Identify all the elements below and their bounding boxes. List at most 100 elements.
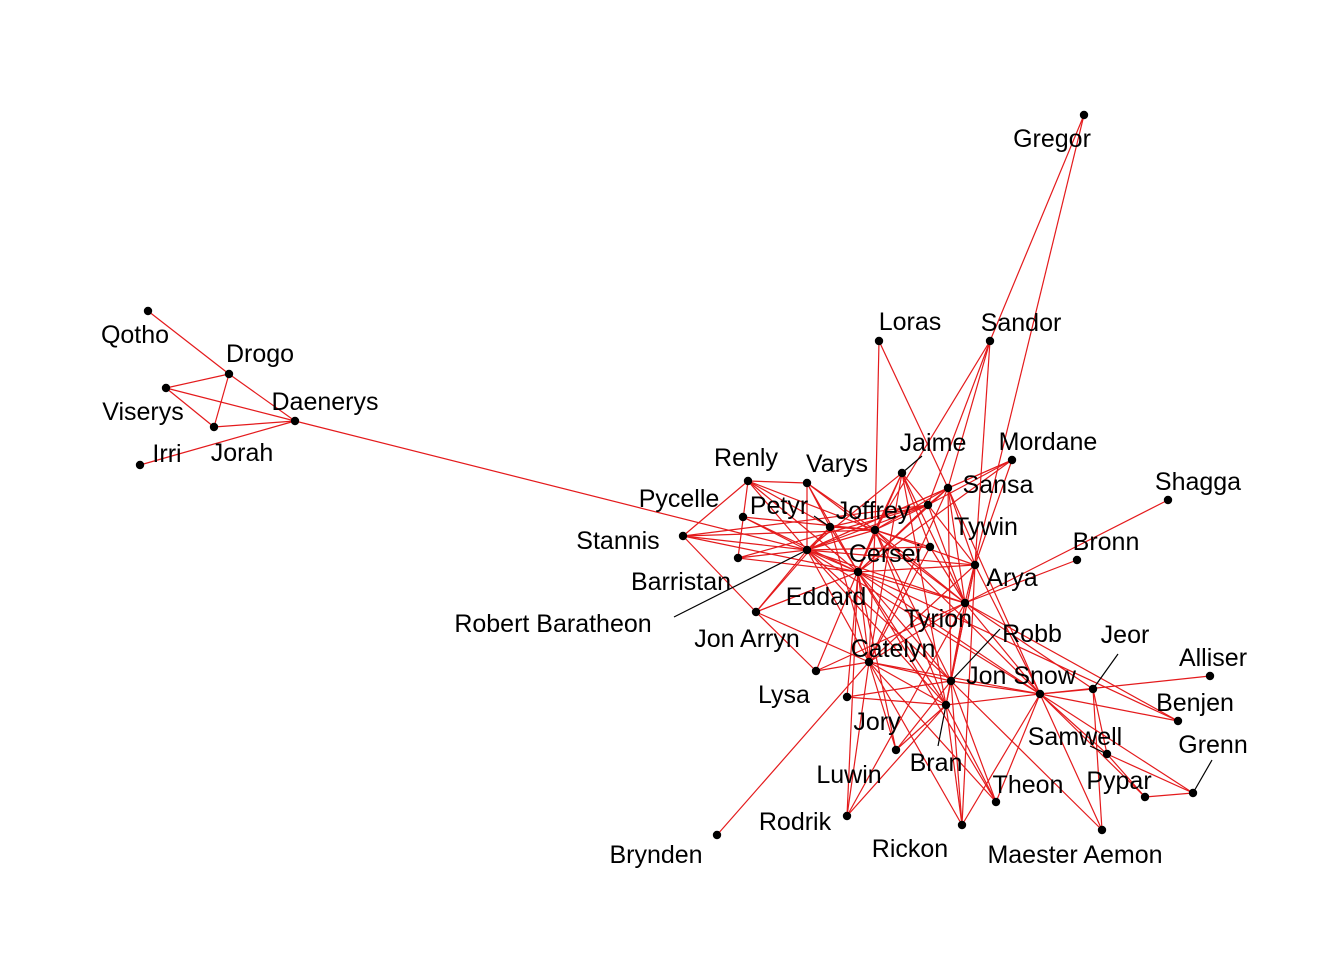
edge-jaime-joffrey: [901, 472, 929, 506]
node-label-bronn: Bronn: [1073, 528, 1140, 556]
node-theon[interactable]: [991, 797, 1001, 807]
edge-robert-jon_arryn: [755, 549, 808, 613]
edge-catelyn-brynden: [716, 661, 870, 836]
node-robert[interactable]: [802, 545, 812, 555]
node-rodrik[interactable]: [842, 811, 852, 821]
edge-stannis-renly: [682, 480, 749, 537]
node-label-shagga: Shagga: [1155, 468, 1241, 496]
edge-gregor-sandor: [989, 114, 1085, 342]
edge-viserys-daenerys: [165, 387, 296, 422]
edge-catelyn-rickon: [868, 661, 963, 826]
edge-jon_arryn-lysa: [755, 611, 817, 672]
edge-robb-luwin: [895, 680, 952, 751]
leader-line-bran: [937, 704, 947, 747]
edge-renly-varys: [747, 480, 808, 484]
node-eddard[interactable]: [853, 567, 863, 577]
node-viserys[interactable]: [161, 383, 171, 393]
edge-jon_snow-samwell: [1039, 693, 1108, 755]
node-jaime[interactable]: [897, 468, 907, 478]
node-renly[interactable]: [743, 476, 753, 486]
node-label-cersei: Cersei: [849, 540, 921, 568]
node-label-joffrey: Joffrey: [836, 497, 911, 525]
edge-catelyn-theon: [868, 661, 997, 803]
edge-viserys-jorah: [165, 387, 215, 428]
node-lysa[interactable]: [811, 666, 821, 676]
node-label-qotho: Qotho: [101, 321, 169, 349]
node-label-grenn: Grenn: [1178, 731, 1247, 759]
node-shagga[interactable]: [1163, 495, 1173, 505]
edge-jaime-robert: [806, 472, 903, 551]
node-label-eddard: Eddard: [786, 583, 867, 611]
node-varys[interactable]: [802, 478, 812, 488]
node-bran[interactable]: [941, 700, 951, 710]
node-label-samwell: Samwell: [1028, 723, 1122, 751]
node-mordane[interactable]: [1007, 455, 1017, 465]
node-barristan[interactable]: [733, 553, 743, 563]
node-joffrey[interactable]: [923, 500, 933, 510]
edge-joffrey-arya: [927, 504, 976, 566]
edge-jon_snow-pypar: [1039, 693, 1146, 798]
edge-jeor-samwell: [1092, 688, 1108, 755]
node-alliser[interactable]: [1205, 671, 1215, 681]
edge-eddard-benjen: [857, 571, 1179, 722]
node-qotho[interactable]: [143, 306, 153, 316]
node-pycelle[interactable]: [738, 512, 748, 522]
node-sandor[interactable]: [985, 336, 995, 346]
node-label-sandor: Sandor: [981, 309, 1062, 337]
edge-tyrion-shagga: [964, 499, 1169, 604]
node-maester_aemon[interactable]: [1097, 825, 1107, 835]
edge-jon_snow-maester_aemon: [1039, 693, 1103, 831]
node-catelyn[interactable]: [864, 657, 874, 667]
nodes-layer: [135, 110, 1215, 840]
node-samwell[interactable]: [1102, 749, 1112, 759]
node-label-drogo: Drogo: [226, 340, 294, 368]
edge-irri-daenerys: [139, 420, 296, 466]
edge-tywin-tyrion: [929, 546, 966, 604]
node-label-irri: Irri: [152, 440, 181, 468]
edge-barristan-robert: [737, 549, 808, 559]
node-gregor[interactable]: [1079, 110, 1089, 120]
node-rickon[interactable]: [957, 820, 967, 830]
node-jeor[interactable]: [1088, 684, 1098, 694]
node-label-jon_snow: Jon Snow: [966, 662, 1077, 690]
leader-line-robert: [673, 549, 808, 618]
node-bronn[interactable]: [1072, 555, 1082, 565]
node-label-tyrion: Tyrion: [904, 605, 972, 633]
node-jorah[interactable]: [209, 422, 219, 432]
node-luwin[interactable]: [891, 745, 901, 755]
node-robb[interactable]: [946, 676, 956, 686]
node-jon_snow[interactable]: [1035, 689, 1045, 699]
node-loras[interactable]: [874, 336, 884, 346]
node-petyr[interactable]: [825, 522, 835, 532]
node-sansa[interactable]: [943, 483, 953, 493]
node-stannis[interactable]: [678, 531, 688, 541]
node-cersei[interactable]: [870, 525, 880, 535]
edge-drogo-jorah: [213, 373, 230, 428]
edge-varys-cersei: [806, 482, 876, 531]
node-arya[interactable]: [970, 560, 980, 570]
node-tyrion[interactable]: [960, 598, 970, 608]
edge-cersei-robb: [874, 529, 952, 682]
edge-eddard-bran: [857, 571, 947, 706]
node-label-robb: Robb: [1002, 620, 1062, 648]
edge-eddard-robert: [806, 549, 859, 573]
node-irri[interactable]: [135, 460, 145, 470]
node-label-brynden: Brynden: [609, 841, 702, 869]
edge-renly-robert: [747, 480, 808, 551]
node-label-daenerys: Daenerys: [272, 388, 379, 416]
node-jory[interactable]: [842, 692, 852, 702]
node-jon_arryn[interactable]: [751, 607, 761, 617]
edge-arya-catelyn: [868, 564, 976, 663]
node-pypar[interactable]: [1140, 792, 1150, 802]
node-benjen[interactable]: [1173, 716, 1183, 726]
node-tywin[interactable]: [925, 542, 935, 552]
node-brynden[interactable]: [712, 830, 722, 840]
edge-sansa-robert: [806, 487, 949, 551]
node-grenn[interactable]: [1188, 788, 1198, 798]
node-drogo[interactable]: [224, 369, 234, 379]
node-daenerys[interactable]: [290, 416, 300, 426]
node-label-petyr: Petyr: [750, 492, 808, 520]
edge-loras-cersei: [874, 340, 880, 531]
